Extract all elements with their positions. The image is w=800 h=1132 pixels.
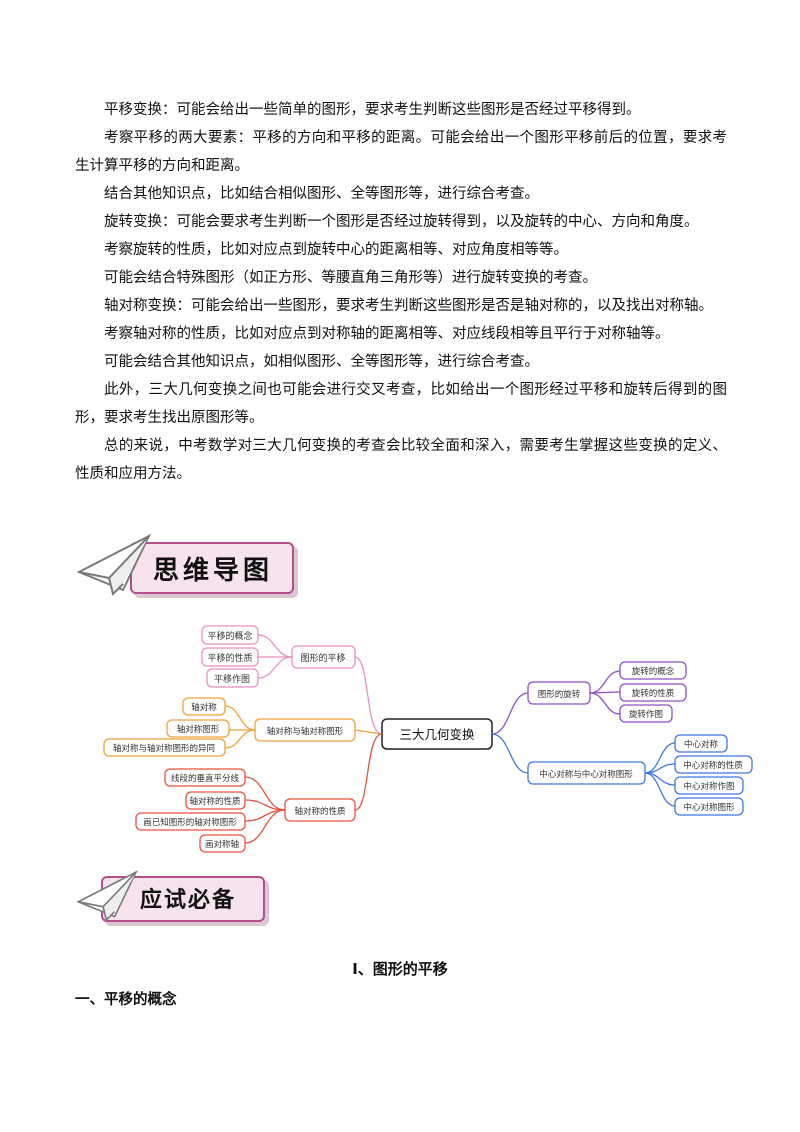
- mindmap-leaf: 线段的垂直平分线: [171, 773, 240, 784]
- mindmap-leaf: 中心对称图形: [683, 802, 735, 813]
- mindmap-leaf: 平移的性质: [207, 652, 252, 664]
- paragraph: 轴对称变换：可能会给出一些图形，要求考生判断这些图形是否是轴对称的，以及找出对称…: [104, 298, 713, 314]
- mindmap-branch-axial: [103, 697, 383, 757]
- mindmap-banner: 思维导图: [75, 530, 305, 600]
- mindmap-diagram: 三大几何变换 图形的平移 平移的概念 平移的性质 平移作图 轴对称与轴对称图形 …: [103, 625, 753, 853]
- prep-banner-title: 应试必备: [140, 888, 237, 913]
- mindmap-node-axial-props: 轴对称的性质: [294, 806, 346, 817]
- mindmap-leaf: 旋转的概念: [632, 666, 675, 677]
- mindmap-leaf: 轴对称的性质: [189, 796, 241, 807]
- mindmap-leaf: 轴对称: [191, 702, 217, 713]
- svg-text:三大几何变换: 三大几何变换: [399, 727, 475, 742]
- paragraph: 可能会结合其他知识点，如相似图形、全等图形等，进行综合考查。: [104, 354, 539, 370]
- paragraph: 旋转变换：可能会要求考生判断一个图形是否经过旋转得到，以及旋转的中心、方向和角度…: [104, 214, 699, 230]
- mindmap-node-axial: 轴对称与轴对称图形: [267, 726, 344, 737]
- subsection-title: 一、平移的概念: [75, 992, 177, 1008]
- paragraph: 可能会结合特殊图形（如正方形、等腰直角三角形等）进行旋转变换的考查。: [104, 270, 597, 286]
- mindmap-node-central: 中心对称与中心对称图形: [539, 769, 633, 780]
- paper-plane-icon: [76, 870, 138, 922]
- mindmap-leaf: 中心对称: [684, 739, 719, 750]
- mindmap-leaf: 旋转的性质: [632, 688, 675, 699]
- mindmap-leaf: 平移的概念: [207, 630, 252, 642]
- mindmap-center-node: 三大几何变换: [381, 718, 493, 750]
- paragraph: 平移变换：可能会给出一些简单的图形，要求考生判断这些图形是否经过平移得到。: [104, 102, 641, 118]
- mindmap-leaf: 旋转作图: [629, 709, 663, 720]
- mindmap-leaf: 画已知图形的轴对称图形: [143, 817, 237, 828]
- paragraph: 考察平移的两大要素：平移的方向和平移的距离。可能会给出一个图形平移前后的位置，要…: [75, 130, 727, 174]
- paper-plane-icon: [76, 533, 152, 596]
- prep-banner: 应试必备: [75, 866, 275, 932]
- mindmap-leaf: 轴对称与轴对称图形的异同: [113, 743, 215, 754]
- mindmap-node-translation: 图形的平移: [300, 652, 345, 664]
- mindmap-branch-translation: [201, 625, 383, 735]
- paragraph: 总的来说，中考数学对三大几何变换的考查会比较全面和深入，需要考生掌握这些变换的定…: [75, 438, 727, 482]
- mindmap-branch-rotation: [491, 661, 687, 735]
- mindmap-branch-axial-props: [135, 733, 383, 853]
- mindmap-leaf: 平移作图: [214, 673, 250, 685]
- paragraph: 结合其他知识点，比如结合相似图形、全等图形等，进行综合考查。: [104, 186, 539, 202]
- mindmap-leaf: 中心对称作图: [683, 781, 734, 792]
- mindmap-leaf: 轴对称图形: [177, 724, 220, 735]
- paragraph: 考察旋转的性质，比如对应点到旋转中心的距离相等、对应角度相等等。: [104, 242, 568, 258]
- mindmap-banner-title: 思维导图: [153, 556, 274, 586]
- mindmap-node-rotation: 图形的旋转: [538, 689, 581, 700]
- paragraph: 考察轴对称的性质，比如对应点到对称轴的距离相等、对应线段相等且平行于对称轴等。: [104, 326, 670, 342]
- mindmap-branch-central: [491, 733, 753, 816]
- mindmap-leaf: 画对称轴: [205, 839, 239, 850]
- mindmap-leaf: 中心对称的性质: [683, 760, 743, 771]
- paragraph: 此外，三大几何变换之间也可能会进行交叉考查，比如给出一个图形经过平移和旋转后得到…: [75, 382, 727, 426]
- section-title: Ⅰ、图形的平移: [352, 960, 448, 978]
